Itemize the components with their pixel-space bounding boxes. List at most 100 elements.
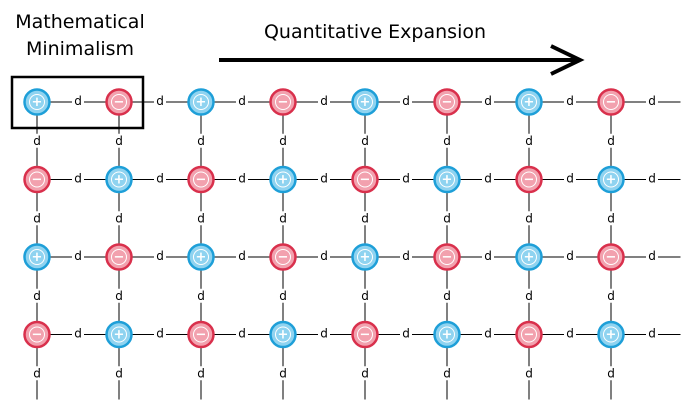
horizontal-link-label: d <box>74 327 82 341</box>
positive-charge-inner-ring <box>521 94 537 110</box>
positive-charge-inner-ring <box>193 94 209 110</box>
positive-charge-inner-ring <box>603 326 619 343</box>
negative-charge-node <box>351 320 379 349</box>
negative-charge-symbol: − <box>360 173 371 188</box>
horizontal-link-label: d <box>648 249 656 263</box>
positive-charge-inner-ring <box>29 249 45 265</box>
vertical-link-label: d <box>443 134 451 148</box>
positive-charge-symbol: + <box>606 328 617 343</box>
vertical-link-label: d <box>525 134 533 148</box>
negative-charge-node <box>105 243 133 271</box>
horizontal-link-label: d <box>402 172 410 186</box>
negative-charge-symbol: − <box>442 250 453 265</box>
positive-charge-symbol: + <box>114 328 125 343</box>
negative-charge-symbol: − <box>196 173 207 188</box>
negative-charge-node <box>23 320 51 349</box>
vertical-link-label: d <box>361 366 369 380</box>
expansion-arrow-head <box>550 44 585 76</box>
negative-charge-inner-ring <box>521 171 537 188</box>
vertical-link-label: d <box>279 289 287 303</box>
negative-charge-inner-ring <box>29 171 45 188</box>
negative-charge-node <box>187 320 215 349</box>
vertical-link-label: d <box>607 366 615 380</box>
vertical-link-label: d <box>525 211 533 225</box>
vertical-link-label: d <box>525 366 533 380</box>
vertical-link-label: d <box>361 289 369 303</box>
negative-charge-node <box>23 165 51 194</box>
positive-charge-symbol: + <box>196 250 207 265</box>
negative-charge-symbol: − <box>196 328 207 343</box>
horizontal-link-label: d <box>402 94 410 108</box>
positive-charge-node <box>269 165 297 194</box>
negative-charge-inner-ring <box>439 249 455 265</box>
horizontal-link-label: d <box>648 94 656 108</box>
horizontal-link-label: d <box>74 94 82 108</box>
positive-charge-node <box>515 88 543 116</box>
negative-charge-inner-ring <box>29 326 45 343</box>
negative-charge-inner-ring <box>111 249 127 265</box>
vertical-link-label: d <box>361 134 369 148</box>
vertical-link-label: d <box>279 211 287 225</box>
negative-charge-node <box>269 243 297 271</box>
negative-charge-symbol: − <box>114 95 125 110</box>
positive-charge-symbol: + <box>32 250 43 265</box>
positive-charge-node <box>105 165 133 194</box>
negative-charge-node <box>351 165 379 194</box>
negative-charge-symbol: − <box>114 250 125 265</box>
negative-charge-symbol: − <box>606 250 617 265</box>
negative-charge-inner-ring <box>193 326 209 343</box>
vertical-link-label: d <box>443 211 451 225</box>
negative-charge-inner-ring <box>603 249 619 265</box>
positive-charge-inner-ring <box>357 94 373 110</box>
negative-charge-inner-ring <box>275 94 291 110</box>
positive-charge-node <box>23 88 51 116</box>
horizontal-link-label: d <box>566 94 574 108</box>
positive-charge-inner-ring <box>193 249 209 265</box>
positive-charge-symbol: + <box>360 95 371 110</box>
horizontal-link-label: d <box>74 172 82 186</box>
vertical-link-label: d <box>115 134 123 148</box>
horizontal-link-label: d <box>156 172 164 186</box>
negative-charge-inner-ring <box>439 94 455 110</box>
positive-charge-inner-ring <box>275 326 291 343</box>
positive-charge-inner-ring <box>521 249 537 265</box>
positive-charge-node <box>187 243 215 271</box>
positive-charge-node <box>187 88 215 116</box>
horizontal-link-label: d <box>320 172 328 186</box>
negative-charge-symbol: − <box>360 328 371 343</box>
negative-charge-symbol: − <box>524 328 535 343</box>
horizontal-link-label: d <box>156 249 164 263</box>
horizontal-link-label: d <box>566 249 574 263</box>
expansion-label: Quantitative Expansion <box>263 21 487 43</box>
vertical-link-label: d <box>197 366 205 380</box>
horizontal-link-label: d <box>320 94 328 108</box>
negative-charge-node <box>187 165 215 194</box>
vertical-link-label: d <box>197 134 205 148</box>
positive-charge-node <box>23 243 51 271</box>
vertical-link-label: d <box>115 211 123 225</box>
title-line-1: Mathematical <box>15 11 145 33</box>
horizontal-link-label: d <box>320 249 328 263</box>
negative-charge-inner-ring <box>193 171 209 188</box>
negative-charge-node <box>597 88 625 116</box>
vertical-link-label: d <box>443 289 451 303</box>
horizontal-link-label: d <box>484 249 492 263</box>
positive-charge-node <box>433 165 461 194</box>
negative-charge-node <box>597 243 625 271</box>
horizontal-link-label: d <box>156 94 164 108</box>
vertical-link-label: d <box>607 134 615 148</box>
horizontal-link-label: d <box>238 94 246 108</box>
positive-charge-symbol: + <box>360 250 371 265</box>
positive-charge-node <box>351 88 379 116</box>
horizontal-link-label: d <box>648 172 656 186</box>
horizontal-link-label: d <box>238 249 246 263</box>
positive-charge-node <box>597 320 625 349</box>
vertical-link-label: d <box>33 289 41 303</box>
positive-charge-inner-ring <box>29 94 45 110</box>
horizontal-link-label: d <box>320 327 328 341</box>
vertical-link-label: d <box>33 366 41 380</box>
negative-charge-inner-ring <box>111 94 127 110</box>
negative-charge-node <box>515 165 543 194</box>
